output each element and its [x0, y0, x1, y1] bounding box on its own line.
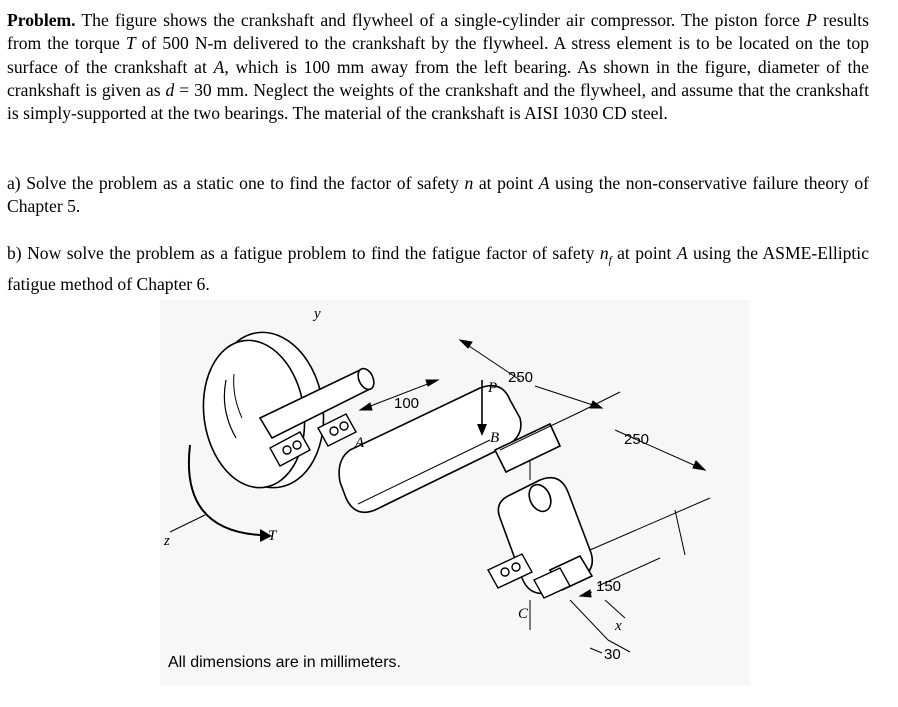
symbol-n: n — [464, 173, 474, 193]
part-a: a) Solve the problem as a static one to … — [7, 172, 869, 219]
symbol-P: P — [806, 10, 817, 30]
extension-lines — [499, 391, 711, 653]
part-b: b) Now solve the problem as a fatigue pr… — [7, 242, 869, 296]
label-C: C — [518, 606, 529, 622]
dim-250-top — [458, 339, 604, 409]
problem-text-4: , which is 100 mm away from the left bea… — [7, 56, 869, 100]
dim-250-top-label: 250 — [508, 369, 533, 386]
part-b-text-3: using the ASME-Elliptic fatigue method o… — [7, 243, 869, 294]
x-axis-line — [604, 599, 626, 619]
torque-arrowhead — [260, 529, 272, 542]
symbol-A: A — [538, 173, 550, 193]
crankshaft-figure: y z x P T A B C 100 250 250 150 30 All d… — [150, 300, 760, 685]
dim-100-label: 100 — [394, 395, 419, 412]
crankshaft-diagram: y z x P T A B C 100 250 250 150 30 All d… — [160, 300, 750, 685]
figure-caption: All dimensions are in millimeters. — [168, 654, 401, 671]
dim-250-right — [614, 429, 707, 556]
bearing-at-A — [317, 413, 357, 447]
right-bearing — [487, 553, 533, 589]
problem-text-3: of 500 N-m delivered to the crankshaft b… — [7, 33, 869, 77]
label-T: T — [268, 528, 278, 544]
problem-label: Problem. — [7, 10, 76, 30]
crank-pin — [493, 422, 562, 474]
label-y: y — [312, 306, 321, 322]
problem-text-1: The figure shows the crankshaft and flyw… — [75, 10, 807, 30]
torque-arrow — [187, 444, 261, 536]
symbol-n: n — [599, 243, 609, 263]
symbol-d: d — [165, 79, 175, 100]
dim-250-right-label: 250 — [624, 431, 649, 448]
part-a-text-1: a) Solve the problem as a static one to … — [7, 173, 465, 193]
label-z: z — [163, 533, 170, 549]
crankshaft-left — [258, 367, 375, 440]
problem-text-5: = 30 mm. Neglect the weights of the cran… — [7, 79, 870, 124]
symbol-nf: nf — [599, 243, 612, 267]
symbol-A: A — [676, 243, 688, 263]
part-a-text-3: using the non-conservative failure theor… — [7, 173, 870, 217]
dim-150-label: 150 — [596, 578, 621, 595]
label-x: x — [614, 618, 622, 634]
dim-30-label: 30 — [604, 646, 621, 663]
symbol-A: A — [213, 56, 225, 77]
label-A: A — [354, 435, 365, 451]
dim-100 — [358, 379, 440, 411]
part-b-text-2: at point — [611, 243, 677, 263]
force-P-arrowhead — [477, 424, 487, 436]
label-P: P — [487, 380, 497, 396]
label-B: B — [490, 430, 499, 446]
symbol-f-subscript: f — [608, 254, 612, 267]
bearing-at-C — [533, 567, 571, 599]
part-a-text-2: at point — [473, 173, 539, 193]
left-bearing — [269, 431, 311, 467]
problem-statement: Problem. The figure shows the crankshaft… — [7, 9, 869, 125]
dim-150 — [578, 589, 593, 598]
problem-text-2: results from the torque — [7, 10, 869, 54]
dim-30-leader — [589, 647, 603, 654]
symbol-T: T — [125, 33, 136, 54]
part-b-text-1: b) Now solve the problem as a fatigue pr… — [7, 243, 600, 263]
z-axis-line — [169, 514, 206, 533]
